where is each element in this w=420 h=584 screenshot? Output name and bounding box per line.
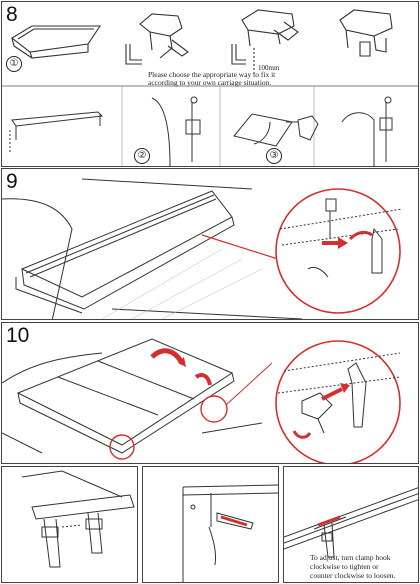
clamp-engaged-illustration [182, 484, 278, 582]
clamp-under-rail-illustration [21, 470, 135, 568]
clamp-a-illustration [125, 13, 189, 65]
rail-illustration [9, 111, 104, 152]
dimension-label: 100mm [258, 64, 280, 72]
clamp-highlight-1 [200, 395, 228, 423]
clamp-highlight-2 [109, 434, 135, 460]
zoom-detail-contents [279, 198, 403, 278]
zoom-detail-circle [275, 340, 401, 463]
step-10-panel: 10 [1, 322, 419, 464]
tighten-arrow [220, 515, 248, 527]
circle-label-3: ③ [266, 148, 282, 164]
clamp-adjust-illustration [284, 487, 418, 558]
detail-panel-left [1, 466, 138, 583]
adjust-note-line1: To adjust, turn clamp hook [310, 553, 391, 562]
unfold-arrow-1 [150, 348, 185, 365]
drill-illustration [233, 113, 319, 147]
step-9-panel: 9 [1, 168, 419, 320]
clamp-c-illustration [339, 9, 393, 57]
step-10-number: 10 [6, 324, 30, 347]
circle-label-1: ① [6, 56, 22, 72]
step-9-number: 9 [6, 170, 18, 193]
fixing-instruction-line1: Please choose the appropriate way to fix… [148, 70, 276, 79]
push-arrow [321, 387, 343, 401]
detail-panel-middle [142, 466, 279, 583]
truck-bed-folded-cover [2, 178, 303, 319]
fixing-instruction-line2: according to your own carriage situation… [148, 78, 272, 87]
zoom-leader-line [201, 234, 279, 260]
zoom-detail-contents [277, 352, 401, 434]
step-10-illustrations [2, 338, 401, 463]
rotate-arrow [292, 430, 312, 439]
rotate-arrow [348, 230, 373, 241]
mount-post-a-illustration [151, 96, 201, 166]
zoom-leader-line [225, 362, 273, 406]
mount-post-b-illustration [341, 96, 393, 166]
zoom-detail-circle [275, 188, 401, 314]
truck-bed-unfolded-cover [2, 338, 263, 454]
bed-texture [101, 248, 263, 319]
adjust-note-line2: clockwise to tighten or [310, 562, 379, 571]
step-8-panel: 8 [1, 1, 419, 167]
step-9-illustrations [2, 178, 403, 319]
adjust-arrow [317, 515, 341, 527]
clamp-b-illustration [231, 9, 299, 76]
adjust-note-line3: counter clockwise to loosen. [310, 571, 396, 580]
circle-label-2: ② [134, 148, 150, 164]
unfold-arrow-2 [194, 373, 212, 386]
step-8-illustrations [2, 9, 418, 166]
tray-illustration [11, 25, 102, 59]
detail-panel-right: To adjust, turn clamp hook clockwise to … [283, 466, 419, 583]
step-8-number: 8 [6, 3, 18, 26]
